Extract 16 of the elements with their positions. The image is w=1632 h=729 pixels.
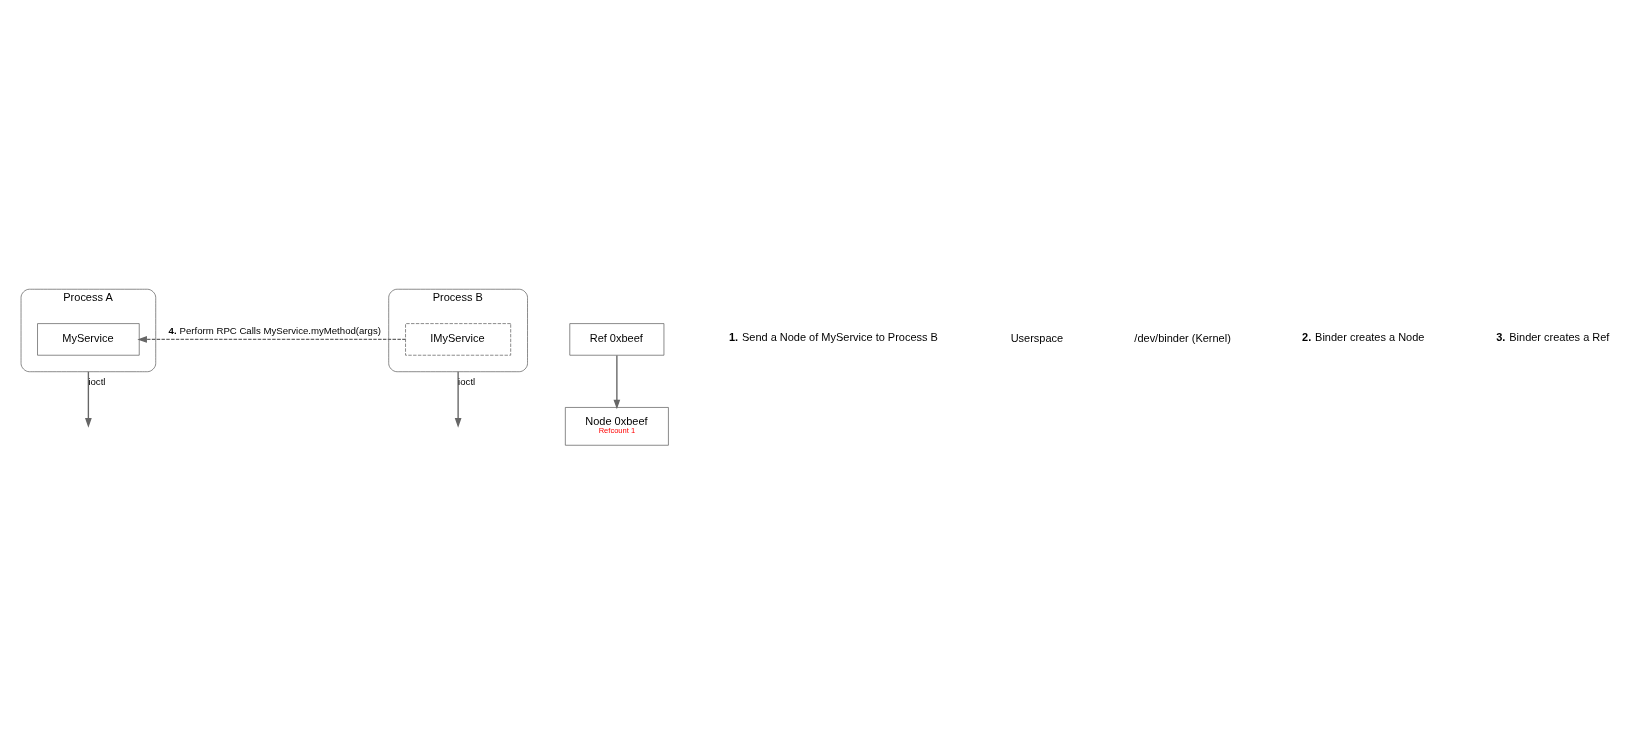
arrow — [454, 371, 462, 428]
label: 1. Send a Node of MyService to Process B — [728, 331, 938, 344]
node-box: Node 0xbeef Refcount 1 — [565, 407, 669, 446]
label: /dev/binder (Kernel) — [1134, 332, 1231, 345]
node-box: IMyService — [405, 323, 512, 356]
label: Userspace — [1010, 332, 1064, 345]
edge-label: ioctl — [88, 375, 106, 387]
label: 3. Binder creates a Ref — [1496, 331, 1610, 344]
arrow — [85, 371, 92, 428]
arrow — [137, 336, 407, 343]
arrow — [613, 354, 621, 410]
edge-label: ioctl — [458, 375, 476, 387]
node-box: Ref 0xbeef — [569, 323, 665, 356]
label: 2. Binder creates a Node — [1302, 331, 1425, 344]
edge-label: 4. Perform RPC Calls MyService.myMethod(args) — [168, 325, 381, 337]
node-box: MyService — [37, 323, 140, 356]
